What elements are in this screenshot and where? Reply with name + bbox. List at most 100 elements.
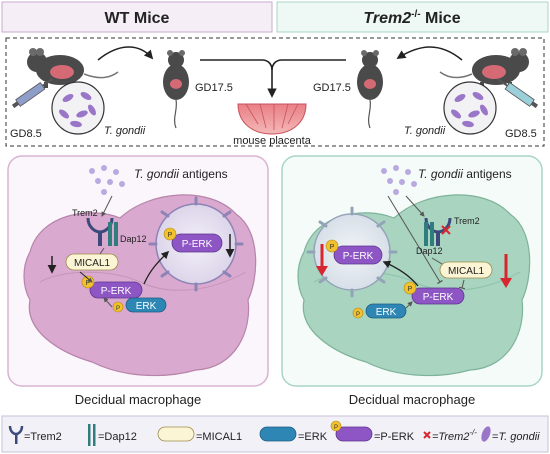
ko-macrophage-panel: T. gondii antigens Trem2 Dap12 MICAL1 P … [281, 155, 543, 407]
wt-antigen-arrow [101, 195, 113, 217]
legend-ko: =Trem2-/- [432, 428, 477, 443]
arrow-to-gd175-right [396, 46, 463, 61]
ko-perk-nuc-red-arrowhead [316, 266, 328, 276]
wt-mical1 [65, 253, 119, 271]
wt-dap12-icon [108, 222, 118, 246]
wt-title: WT Mice [105, 10, 170, 27]
placenta-icon [237, 103, 307, 135]
ko-antigen-to-receptor-arrow [405, 195, 425, 217]
ko-perk-nuc [333, 245, 383, 265]
ko-mical1-label: MICAL1 [448, 266, 485, 277]
legend-knockout-x-icon [423, 431, 431, 439]
legend-erk: =ERK [298, 431, 328, 443]
ko-perk-cyto-label: P-ERK [423, 292, 454, 303]
gd175-left-label: GD17.5 [195, 82, 233, 94]
syringe-left-icon [11, 78, 53, 109]
svg-text:P: P [86, 280, 91, 287]
mouse-side-left-icon [27, 48, 119, 88]
arrow-merge-right [271, 59, 346, 71]
svg-text:P: P [356, 312, 360, 318]
legend-perk-icon [335, 426, 373, 442]
ko-antigen-dots [381, 165, 417, 195]
wt-header-box [1, 1, 273, 33]
legend-tgondii: =T. gondii [492, 431, 540, 443]
gd85-left-label: GD8.5 [10, 128, 42, 140]
wt-dap12-label: Dap12 [120, 234, 147, 244]
ko-mical1-red-arrowhead [500, 278, 512, 288]
header: WT Mice Trem2-/- Mice [1, 1, 549, 33]
legend-trem2: =Trem2 [24, 431, 62, 443]
legend-mical1-icon [157, 426, 195, 442]
wt-perk-cyto-label: P-ERK [101, 286, 132, 297]
wt-perk-nuc-label: P-ERK [182, 239, 213, 250]
infection-scheme: GD8.5 T. gondii GD17.5 [5, 37, 545, 147]
ko-receptor-to-mical1 [431, 257, 443, 265]
arrow-to-gd175-left [97, 46, 154, 61]
ko-antigen-inhibit-line [387, 195, 443, 285]
ko-perk-nuc-p-badge [325, 239, 339, 253]
ko-perk-cyto [411, 287, 465, 305]
wt-antigen-dots [89, 165, 125, 195]
syringe-right-icon [497, 78, 539, 109]
ko-erk-to-perk [405, 301, 413, 309]
legend-dap12: =Dap12 [98, 431, 137, 443]
legend-parasite-icon [481, 426, 491, 442]
ko-nuclear-pores [306, 206, 398, 298]
wt-erk-to-perk [103, 297, 113, 308]
legend-trem2-icon [8, 425, 24, 444]
placenta-label: mouse placenta [233, 135, 312, 147]
parasite-circle-left [51, 81, 105, 135]
legend: =Trem2 =Dap12 =MICAL1 =ERK P =P-ERK =Tre… [1, 415, 549, 453]
gd85-right-label: GD8.5 [505, 128, 537, 140]
wt-perk-cyto [89, 281, 143, 299]
parasite-circle-right [443, 81, 497, 135]
wt-antigen-label: T. gondii antigens [134, 167, 228, 181]
wt-erk [125, 297, 167, 313]
wt-caption: Decidual macrophage [75, 392, 201, 407]
wt-erk-p-badge [112, 301, 124, 313]
wt-cell-fold [39, 271, 247, 291]
tgondii-left-label: T. gondii [104, 125, 146, 137]
mouse-top-right-icon [357, 50, 383, 129]
mouse-side-right-icon [439, 48, 529, 88]
ko-trem2-label: Trem2 [454, 216, 480, 226]
ko-perk-nuc-label: P-ERK [343, 251, 374, 262]
legend-erk-icon [259, 426, 297, 442]
wt-nuclear-pores [148, 196, 244, 292]
svg-text:P: P [408, 286, 413, 293]
wt-mical1-label: MICAL1 [74, 258, 111, 269]
tgondii-right-label: T. gondii [404, 125, 446, 137]
legend-mical1: =MICAL1 [196, 431, 242, 443]
ko-erk-p-badge [352, 307, 364, 319]
ko-caption: Decidual macrophage [349, 392, 475, 407]
wt-perk-nuc [171, 233, 223, 253]
ko-mical1 [439, 261, 493, 279]
legend-perk-p-badge [330, 420, 342, 432]
ko-header-box [276, 1, 549, 33]
wt-erk-label: ERK [136, 301, 157, 312]
ko-dap12-label: Dap12 [416, 246, 443, 256]
wt-perk-nuc-p-badge [163, 227, 177, 241]
ko-perk-cyto-p-badge [403, 281, 417, 295]
svg-text:P: P [334, 425, 338, 431]
ko-knockout-x-icon [441, 225, 451, 235]
wt-receptor-to-mical1 [99, 247, 105, 255]
wt-mical1-to-perk [79, 271, 93, 283]
legend-dap12-icon [88, 424, 96, 446]
gd175-right-label: GD17.5 [313, 82, 351, 94]
wt-perk-translocation-arrow [143, 250, 170, 285]
ko-mical1-inhibit-perk [458, 279, 466, 290]
wt-trem2-label: Trem2 [72, 208, 98, 218]
ko-dap12-icon [424, 222, 434, 246]
ko-perk-translocation-arrow [382, 260, 419, 287]
ko-antigen-label: T. gondii antigens [418, 167, 512, 181]
ko-erk-label: ERK [376, 307, 397, 318]
legend-perk: =P-ERK [374, 431, 415, 443]
ko-title: Trem2-/- Mice [363, 9, 460, 27]
mouse-top-left-icon [163, 50, 189, 129]
ko-erk [365, 303, 407, 319]
svg-text:P: P [330, 244, 335, 251]
svg-text:P: P [168, 232, 173, 239]
